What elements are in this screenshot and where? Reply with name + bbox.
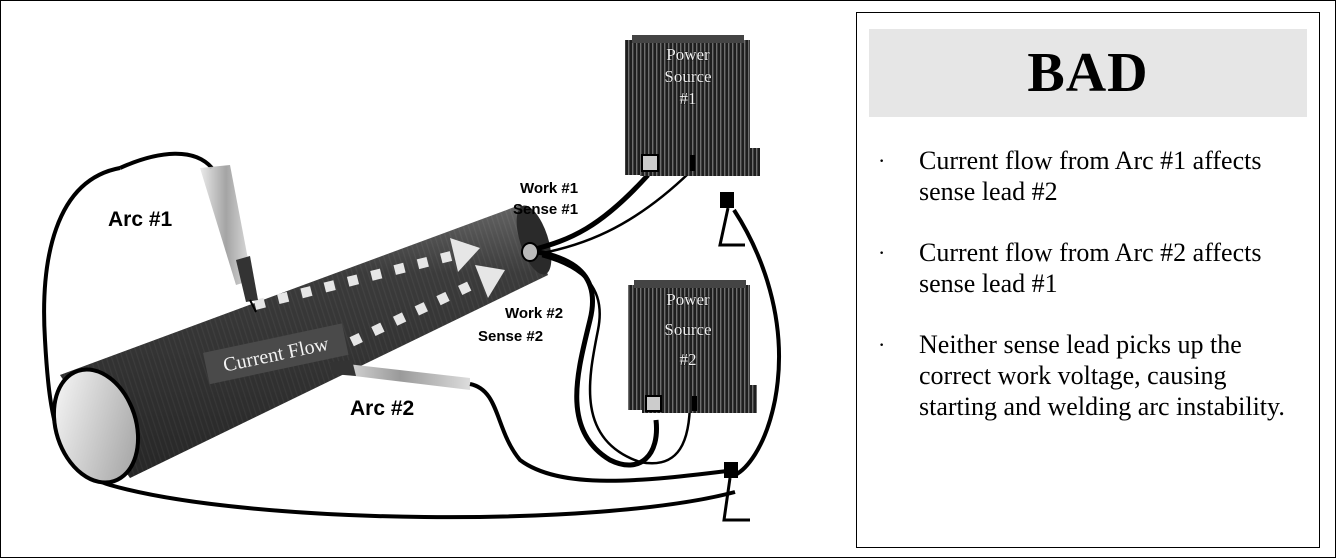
arc1-torch [200, 165, 258, 313]
leads-ps1 [531, 171, 692, 468]
bullet-item: ·Neither sense lead picks up the correct… [878, 330, 1285, 421]
panel-header: BAD [869, 29, 1307, 117]
ps1-return-cable [732, 208, 781, 477]
arc2-label: Arc #2 [350, 397, 414, 420]
welding-diagram: Current Flow Power Source #1 Po [42, 35, 781, 522]
current-flow-arrows [253, 238, 505, 357]
svg-text:#1: #1 [680, 89, 697, 108]
bullet-dot-icon: · [878, 332, 886, 357]
sense1-label: Sense #1 [513, 201, 578, 218]
bullet-dot-icon: · [878, 148, 886, 173]
panel-title: BAD [1027, 42, 1149, 104]
svg-text:Source: Source [664, 320, 711, 339]
arc2-torch [330, 360, 736, 483]
power-source-1: Power Source #1 [625, 35, 760, 247]
power-source-2: Power Source #2 [628, 280, 757, 522]
pipe-open-end [51, 367, 141, 485]
explanation-panel: BAD ·Current flow from Arc #1 affects se… [856, 12, 1320, 548]
svg-text:Power: Power [666, 290, 710, 309]
bullet-item: ·Current flow from Arc #2 affects sense … [878, 238, 1262, 298]
bullet-list: ·Current flow from Arc #1 affects sense … [857, 145, 1319, 422]
bullet-dot-icon: · [878, 240, 886, 265]
work2-label: Work #2 [505, 305, 563, 322]
arc1-torch-cable [119, 151, 214, 170]
svg-text:#2: #2 [680, 350, 697, 369]
svg-text:Source: Source [664, 67, 711, 86]
svg-text:Power: Power [666, 45, 710, 64]
bullet-item: ·Current flow from Arc #1 affects sense … [878, 146, 1262, 206]
pipe-clamp [521, 242, 539, 262]
work1-label: Work #1 [520, 180, 578, 197]
sense2-label: Sense #2 [478, 328, 543, 345]
arc1-label: Arc #1 [108, 208, 173, 231]
